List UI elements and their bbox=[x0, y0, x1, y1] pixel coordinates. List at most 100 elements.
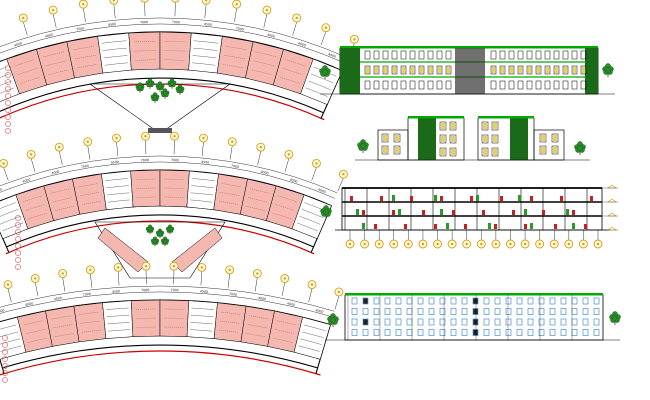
elevation-window bbox=[490, 50, 497, 60]
window-pane bbox=[383, 66, 388, 74]
plan-dimension-line bbox=[0, 161, 335, 199]
window-pane bbox=[483, 149, 487, 155]
side-window bbox=[439, 134, 447, 144]
rear-window bbox=[593, 308, 600, 315]
elevation-window bbox=[517, 50, 524, 60]
grid-marker-bubble bbox=[15, 264, 21, 270]
section-furniture bbox=[392, 210, 395, 215]
plan-desk-row bbox=[218, 201, 239, 205]
plan-desk-row bbox=[81, 329, 102, 333]
elevation-window bbox=[427, 50, 434, 60]
window-pane bbox=[383, 147, 387, 153]
axis-line bbox=[87, 145, 91, 160]
axis-bubble-dot bbox=[116, 266, 120, 269]
window-pane bbox=[483, 123, 487, 129]
tree-icon bbox=[167, 78, 177, 89]
plan-dimension-label: 4000 bbox=[0, 187, 3, 194]
plan-dimension-label: 7000 bbox=[172, 20, 180, 24]
axis-line bbox=[254, 277, 258, 292]
plan-dimension-label: 4000 bbox=[51, 170, 60, 176]
window-pane bbox=[491, 66, 496, 74]
axis-bubble-dot bbox=[115, 136, 118, 140]
plan-dimension-label: 4500 bbox=[112, 289, 120, 294]
rear-window bbox=[450, 297, 457, 305]
plan-stair-tread bbox=[193, 40, 219, 44]
rear-window bbox=[494, 297, 501, 305]
elevation-window bbox=[436, 65, 443, 75]
rear-window bbox=[494, 318, 501, 326]
axis-bubble-dot bbox=[392, 242, 395, 246]
axis-bubble-dot bbox=[465, 242, 468, 246]
level-marker bbox=[607, 198, 617, 203]
rear-elevation bbox=[325, 293, 620, 341]
axis-bubble bbox=[140, 0, 149, 3]
rear-window bbox=[406, 297, 413, 305]
window-pane bbox=[410, 66, 415, 74]
section-furniture bbox=[434, 224, 437, 229]
rear-window bbox=[483, 308, 490, 315]
tree-foliage bbox=[158, 231, 162, 236]
plan-dimension-label: 4000 bbox=[25, 301, 34, 307]
rear-window bbox=[560, 297, 567, 305]
plan-dimension-line bbox=[0, 285, 335, 312]
rear-window bbox=[395, 297, 402, 305]
elevation-window bbox=[553, 65, 560, 75]
rear-window bbox=[395, 318, 402, 326]
side-roof bbox=[478, 116, 534, 119]
plan-desk-row bbox=[23, 320, 44, 326]
elevation-window bbox=[400, 80, 407, 90]
rear-window bbox=[373, 308, 380, 315]
elevation-window bbox=[373, 65, 380, 75]
plan-room bbox=[130, 299, 161, 337]
window-pane bbox=[553, 135, 557, 141]
plan-stair-tread bbox=[106, 185, 129, 189]
tree-icon bbox=[327, 313, 339, 327]
plan-desk-row bbox=[135, 308, 156, 310]
plan-dimension-label: 4000 bbox=[289, 178, 298, 184]
plan-desk-row bbox=[48, 69, 69, 75]
tree-foliage bbox=[157, 84, 163, 89]
rear-window bbox=[472, 329, 479, 336]
grid-marker-bubble bbox=[15, 222, 21, 228]
plan-desk-row bbox=[51, 315, 72, 320]
window-pane bbox=[437, 66, 442, 74]
axis-bubble-dot bbox=[295, 16, 298, 20]
plan-stair-tread bbox=[191, 185, 214, 189]
elevation-window bbox=[427, 65, 434, 75]
plan-stair-tread bbox=[190, 315, 214, 317]
plan-stair-tread bbox=[103, 55, 128, 59]
grid-marker-bubble bbox=[5, 65, 11, 71]
plan-desk-row bbox=[78, 183, 99, 188]
tree-foliage bbox=[137, 85, 143, 90]
side-window bbox=[449, 147, 457, 157]
rear-window bbox=[494, 308, 501, 315]
plan-stair-tread bbox=[0, 331, 19, 337]
plan-desk-row bbox=[275, 329, 295, 334]
plan-desk-row bbox=[255, 51, 277, 58]
front-elevation-windows bbox=[364, 50, 587, 90]
tree-icon bbox=[175, 84, 185, 95]
axis-line bbox=[62, 277, 66, 292]
window-pane bbox=[536, 66, 541, 74]
rear-window bbox=[450, 318, 457, 326]
side-window bbox=[393, 133, 401, 143]
plan-dimension-label: 4000 bbox=[54, 296, 63, 301]
grid-marker-bubble bbox=[5, 121, 11, 127]
tree-foliage bbox=[153, 239, 157, 244]
plan-dimension-label: 4000 bbox=[14, 41, 23, 47]
rear-window bbox=[538, 308, 545, 315]
elevation-window bbox=[499, 80, 506, 90]
axis-bubble-dot bbox=[265, 8, 269, 12]
plan-desk-row bbox=[136, 187, 156, 189]
elevation-window bbox=[535, 50, 542, 60]
rear-window bbox=[417, 318, 424, 326]
axis-bubble-dot bbox=[310, 283, 314, 286]
plan-room bbox=[102, 300, 134, 339]
plan-desk-row bbox=[22, 195, 43, 203]
plan-stair-tread bbox=[190, 322, 213, 325]
section-furniture bbox=[434, 195, 437, 201]
tree-icon bbox=[135, 82, 145, 93]
plan-desk-row bbox=[75, 55, 96, 60]
window-pane bbox=[451, 136, 455, 142]
